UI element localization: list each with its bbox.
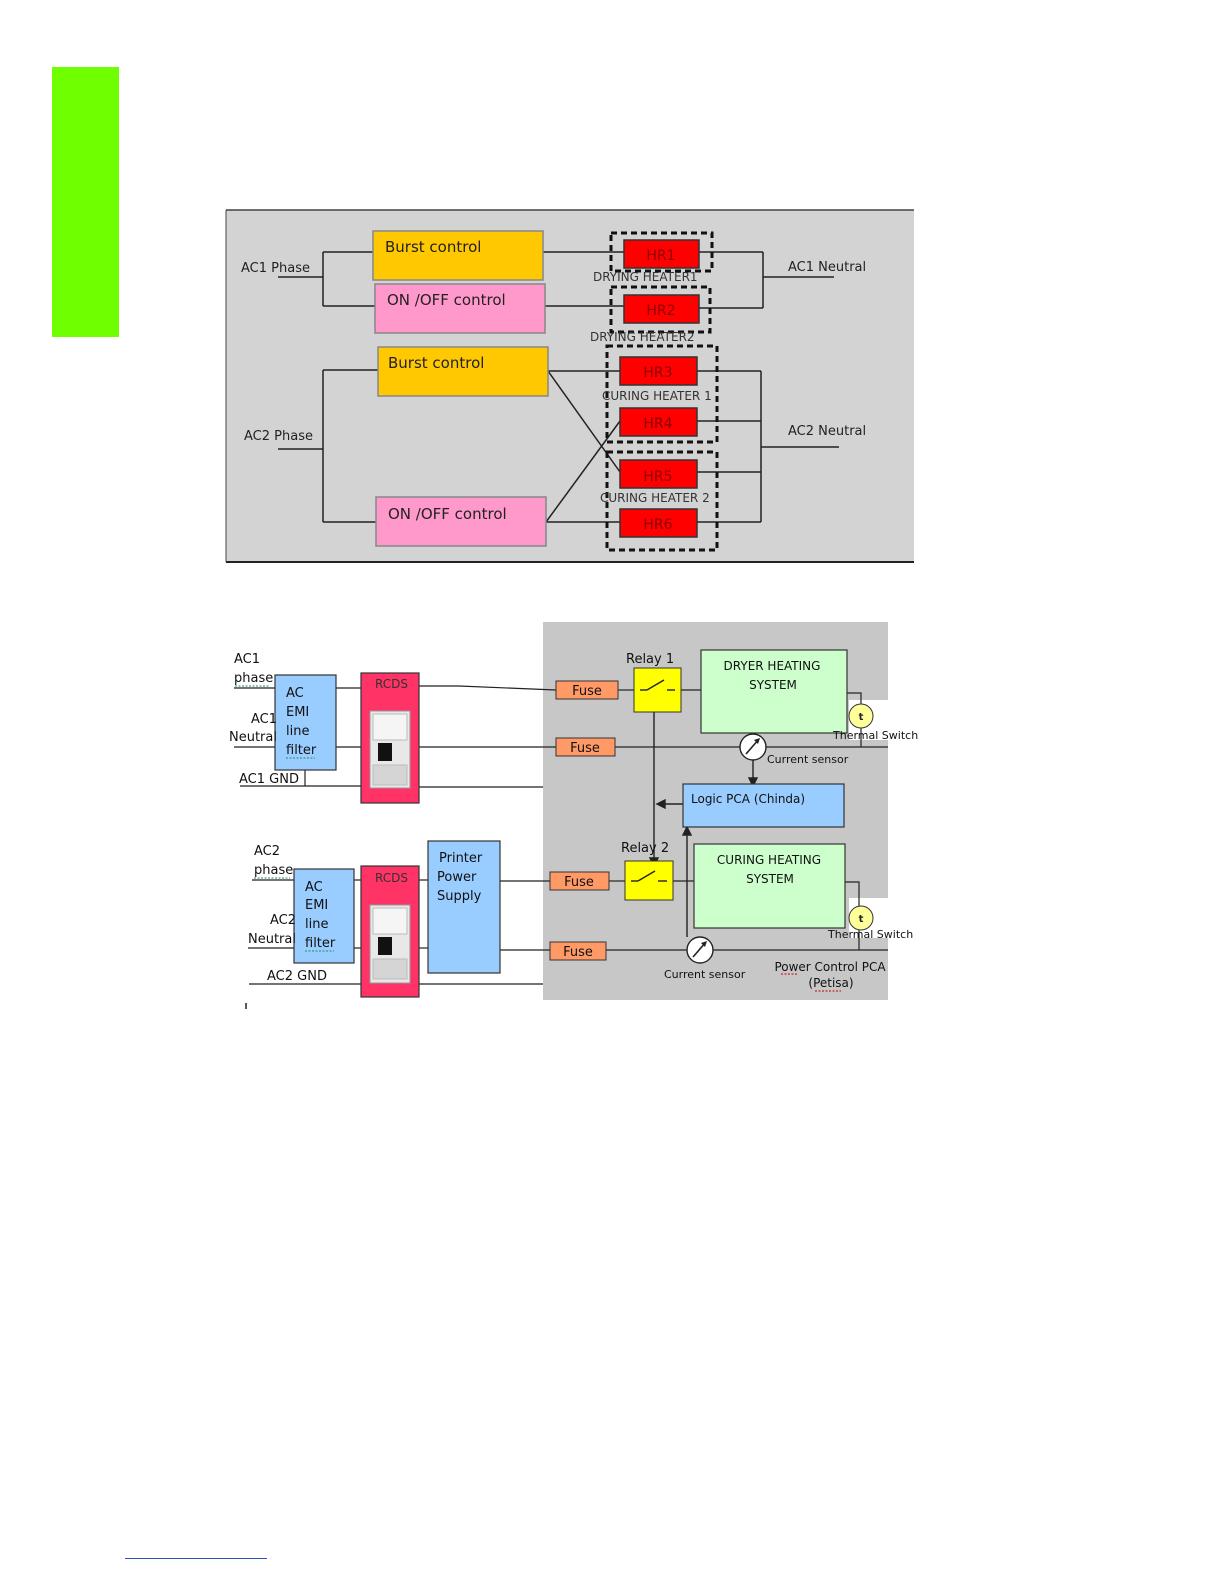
curing-heater-2-label: CURING HEATER 2 [600, 491, 710, 505]
power-control-pca-label: Power Control PCA [774, 960, 886, 974]
ac1-phase-label-a: AC1 [234, 652, 260, 667]
logic-pca-label: Logic PCA (Chinda) [691, 792, 805, 806]
relay-1 [633, 667, 682, 713]
emi1-line-2: EMI [286, 705, 309, 720]
ac1-phase-label-b: phase [234, 671, 273, 686]
fuse-1-label: Fuse [572, 684, 602, 699]
psu-line-1: Printer [439, 851, 483, 866]
fuse-4 [549, 941, 607, 961]
fuse-3-label: Fuse [564, 875, 594, 890]
psu-line-3: Supply [437, 889, 482, 904]
drying-heater-2-group [609, 285, 712, 334]
hr6-label: HR6 [643, 517, 672, 533]
hr2-label: HR2 [646, 303, 675, 319]
curing-heater-1-label: CURING HEATER 1 [602, 389, 712, 403]
rcds-1-breaker-icon [369, 710, 411, 789]
heater-hr1 [623, 239, 700, 269]
current-sensor-2-icon [686, 936, 714, 964]
curing-line-2: SYSTEM [746, 872, 794, 886]
emi2-line-3: line [305, 917, 328, 932]
relay-2 [624, 860, 674, 901]
fuse-2-label: Fuse [570, 741, 600, 756]
current-sensor-1-icon [739, 733, 767, 761]
drying-heater-1-label: DRYING HEATER1 [593, 270, 698, 284]
onoff-control-label-1: ON /OFF control [387, 291, 506, 309]
fuse-3 [549, 871, 610, 891]
drying-heater-2-label: DRYING HEATER2 [590, 330, 695, 344]
thermal-switch-1-icon: t [848, 703, 874, 729]
diagram2-wires [234, 685, 888, 985]
curing-heating-system [693, 843, 846, 929]
ac1-neutral-label-b: Neutral [229, 730, 277, 745]
fuse-2 [555, 737, 616, 757]
fuse-1 [555, 680, 619, 700]
dryer-line-2: SYSTEM [749, 678, 797, 692]
section-tab [52, 67, 119, 337]
hr1-label: HR1 [646, 248, 675, 264]
thermal-symbol-1: t [859, 712, 864, 723]
heater-hr6 [619, 508, 698, 538]
thermal-symbol-2: t [859, 914, 864, 925]
current-sensor-1-label: Current sensor [767, 753, 849, 766]
fuse-4-label: Fuse [563, 945, 593, 960]
relay-2-label: Relay 2 [621, 841, 669, 856]
onoff-control-box-1 [374, 283, 546, 334]
printer-power-supply [427, 840, 501, 974]
power-control-pca-sublabel: (Petisa) [808, 976, 853, 990]
ac2-emi-filter [293, 868, 355, 964]
emi2-line-2: EMI [305, 898, 328, 913]
heater-hr2 [623, 294, 700, 324]
onoff-control-box-2 [375, 496, 547, 547]
dryer-heating-system [700, 649, 848, 734]
emi2-line-1: AC [305, 880, 323, 895]
rcds-2-breaker-icon [369, 904, 411, 984]
thermal-switch-2-icon: t [848, 905, 874, 931]
emi1-line-3: line [286, 724, 309, 739]
ac1-gnd-label: AC1 GND [239, 772, 299, 787]
hr4-label: HR4 [643, 416, 672, 432]
burst-control-label-2: Burst control [388, 354, 484, 372]
rcds-1-label: RCDS [375, 677, 408, 691]
emi1-line-4: filter [286, 743, 317, 758]
thermal-switch-1-label: Thermal Switch [832, 729, 918, 742]
relay-1-label: Relay 1 [626, 652, 674, 667]
heater-hr5 [619, 459, 698, 489]
burst-control-box-2 [377, 346, 549, 397]
emi2-line-4: filter [305, 936, 336, 951]
onoff-control-label-2: ON /OFF control [388, 505, 507, 523]
burst-control-label-1: Burst control [385, 238, 481, 256]
hr5-label: HR5 [643, 469, 672, 485]
diagram1-wires [278, 251, 839, 523]
ac2-neutral-label-a: AC2 [270, 913, 296, 928]
ac1-emi-filter [274, 674, 337, 771]
heater-hr3 [619, 356, 698, 386]
diagram1-background [226, 210, 914, 562]
ac2-phase-label-a: AC2 [254, 844, 280, 859]
curing-heater-1-group [605, 344, 719, 444]
ac1-neutral-label: AC1 Neutral [788, 260, 866, 275]
burst-control-box-1 [372, 230, 544, 281]
thermal-switch-2-label: Thermal Switch [827, 928, 913, 941]
drying-heater-1-group [609, 231, 714, 273]
ac1-neutral-label-a: AC1 [251, 712, 277, 727]
ac1-phase-label: AC1 Phase [241, 261, 310, 276]
psu-line-2: Power [437, 870, 477, 885]
curing-heater-2-group [605, 450, 719, 552]
logic-pca [682, 783, 845, 828]
ac2-neutral-label: AC2 Neutral [788, 424, 866, 439]
ac2-phase-label: AC2 Phase [244, 429, 313, 444]
ac2-neutral-label-b: Neutral [248, 932, 296, 947]
footer-rule [125, 1558, 267, 1559]
current-sensor-2-label: Current sensor [664, 968, 746, 981]
curing-line-1: CURING HEATING [717, 853, 821, 867]
emi1-line-1: AC [286, 686, 304, 701]
heater-hr4 [619, 407, 698, 437]
ac2-phase-label-b: phase [254, 863, 293, 878]
dryer-line-1: DRYER HEATING [724, 659, 821, 673]
rcds-2-label: RCDS [375, 871, 408, 885]
ac2-gnd-label: AC2 GND [267, 969, 327, 984]
hr3-label: HR3 [643, 365, 672, 381]
